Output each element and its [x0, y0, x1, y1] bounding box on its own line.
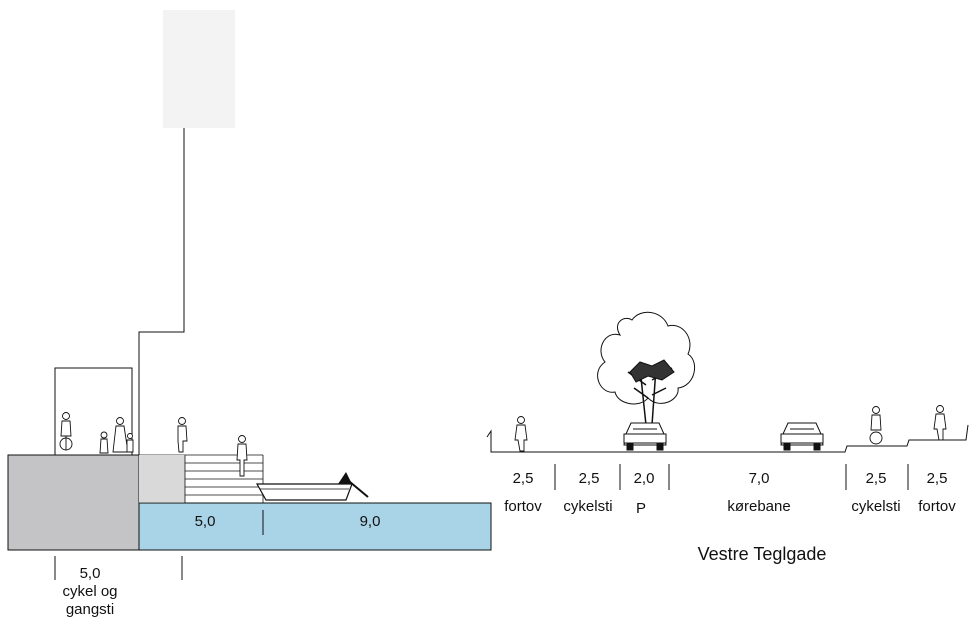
left-name-label: cykel og gangsti	[45, 583, 135, 619]
quay-block	[7, 454, 140, 551]
segment-width-label: 7,0	[748, 470, 770, 487]
left-name-line2: gangsti	[65, 601, 115, 618]
pedestrian-icon	[514, 416, 528, 452]
segment-name-label: cykelsti	[851, 498, 901, 515]
segment-name-label: P	[635, 500, 647, 517]
car-icon	[623, 422, 667, 451]
tree-icon	[597, 311, 696, 426]
building-outline	[138, 128, 185, 455]
left-width-label: 5,0	[79, 565, 101, 582]
building-top	[163, 10, 235, 128]
segment-width-label: 2,5	[926, 470, 948, 487]
dimension-ticks	[54, 464, 909, 580]
family-icon	[99, 417, 134, 454]
segment-width-label: 2,5	[578, 470, 600, 487]
segment-width-label: 2,5	[512, 470, 534, 487]
cyclist-icon	[869, 406, 883, 445]
car-icon	[780, 422, 824, 451]
left-name-line1: cykel og	[62, 583, 118, 600]
pavilion-frame	[54, 367, 133, 455]
segment-name-label: fortov	[918, 498, 956, 515]
water-width-label: 9,0	[359, 513, 381, 530]
steps-width-label: 5,0	[194, 513, 216, 530]
boat-icon	[255, 472, 369, 501]
pedestrian-icon	[177, 417, 188, 453]
segment-name-label: cykelsti	[563, 498, 613, 515]
pedestrian-icon	[236, 435, 248, 477]
street-name-label: Vestre Teglgade	[697, 544, 827, 564]
canal-water	[138, 502, 492, 551]
canal-steps	[139, 454, 491, 504]
street-ground	[486, 424, 969, 453]
cyclist-icon	[59, 412, 73, 451]
segment-width-label: 2,0	[633, 470, 655, 487]
segment-name-label: kørebane	[727, 498, 791, 515]
segment-name-label: fortov	[504, 498, 542, 515]
pedestrian-icon	[933, 405, 947, 441]
segment-width-label: 2,5	[865, 470, 887, 487]
